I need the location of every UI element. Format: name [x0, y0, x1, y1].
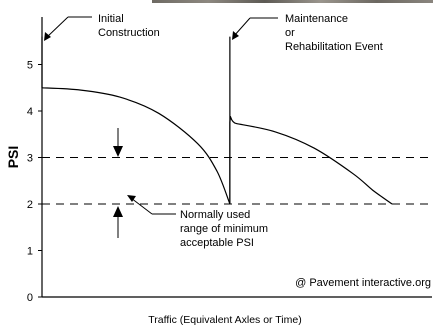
initial-deterioration-curve: [41, 87, 231, 205]
maintenance-annotation: Maintenance or Rehabilitation Event: [232, 13, 383, 53]
range-label-line2: range of minimum: [180, 223, 268, 235]
y-tick-label: 3: [27, 153, 33, 165]
header-photo-strip: [152, 0, 433, 3]
maintenance-label-line1: Maintenance: [285, 13, 348, 25]
post-rehab-deterioration-curve: [229, 116, 393, 205]
initial-construction-annotation: Initial Construction: [44, 13, 160, 41]
threshold-lines: [42, 157, 432, 205]
initial-label-line1: Initial: [98, 13, 124, 25]
y-tick-label: 0: [27, 292, 33, 304]
x-axis-label: Traffic (Equivalent Axles or Time): [148, 314, 301, 326]
maintenance-pointer-arrow: [233, 17, 251, 37]
maintenance-arrowhead: [232, 31, 239, 40]
range-arrowhead-up: [113, 206, 123, 217]
range-arrowhead-down: [113, 146, 123, 157]
initial-pointer-arrow: [45, 16, 69, 39]
y-axis-label: PSI: [5, 146, 21, 169]
range-label-line3: acceptable PSI: [180, 237, 254, 249]
y-tick-label: 1: [27, 246, 33, 258]
range-label-pointer-diag: [130, 197, 153, 215]
y-tick-label: 5: [27, 60, 33, 72]
maintenance-label-line2: or: [285, 27, 295, 39]
initial-label-line2: Construction: [98, 27, 160, 39]
y-tick-label: 4: [27, 106, 33, 118]
range-label-arrowhead: [127, 195, 136, 202]
initial-arrowhead: [44, 32, 51, 41]
range-label-line1: Normally used: [180, 209, 250, 221]
maintenance-label-line3: Rehabilitation Event: [285, 41, 383, 53]
y-tick-label: 2: [27, 199, 33, 211]
credit-text: @ Pavement interactive.org: [295, 277, 431, 289]
acceptable-range-annotation: Normally used range of minimum acceptabl…: [113, 128, 268, 249]
psi-series: [41, 36, 393, 205]
y-axis-ticks: 0 1 2 3 4 5: [27, 60, 42, 304]
